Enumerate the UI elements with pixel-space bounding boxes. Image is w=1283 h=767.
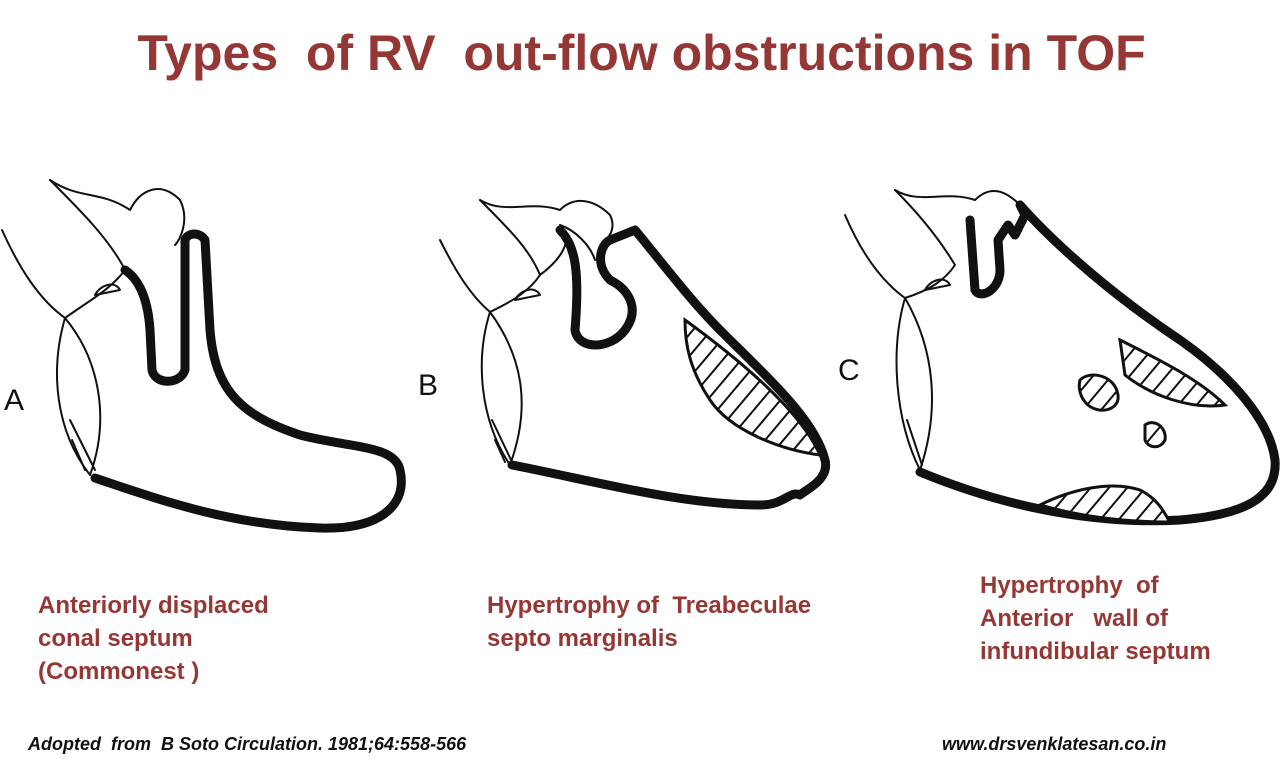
caption-c: Hypertrophy of Anterior wall of infundib… [980, 572, 1211, 665]
diagram-b: B [418, 199, 831, 510]
website-text: www.drsvenklatesan.co.in [942, 734, 1167, 754]
citation-text: Adopted from B Soto Circulation. 1981;64… [28, 734, 467, 754]
diagram-a: A [1, 179, 406, 533]
diagram-letter-c: C [838, 354, 860, 387]
caption-a: Anteriorly displaced conal septum (Commo… [38, 592, 269, 685]
caption-b: Hypertrophy of Treabeculae septo margina… [487, 592, 812, 652]
diagram-letter-b: B [418, 369, 438, 402]
diagram-letter-a: A [4, 384, 24, 417]
diagram-c: C [838, 189, 1280, 526]
slide-title: Types of RV out-flow obstructions in TOF [137, 25, 1146, 81]
